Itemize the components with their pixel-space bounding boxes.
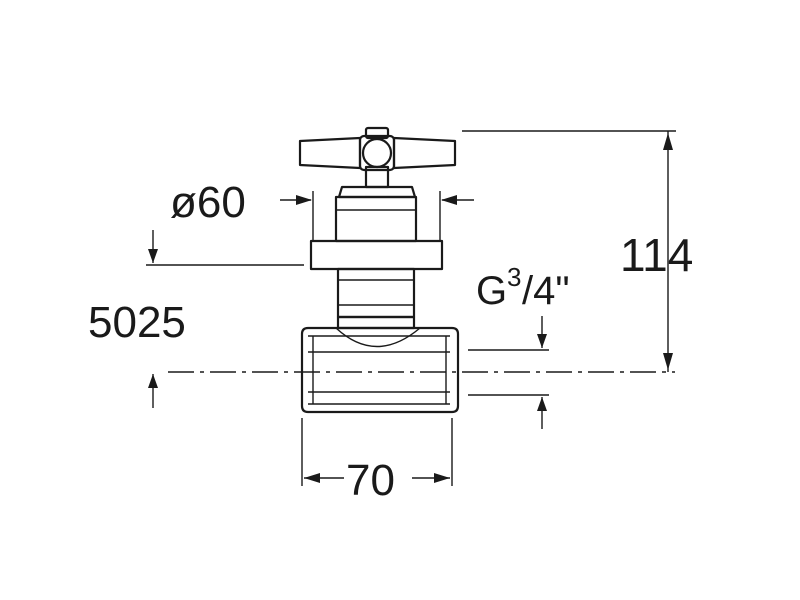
width-label: 70: [346, 456, 395, 505]
cross-handle: [298, 126, 457, 189]
diameter-label: ø60: [170, 178, 246, 227]
thread-base: G: [476, 269, 507, 313]
offset-dimension: [146, 230, 304, 408]
diameter-dimension: [280, 191, 474, 241]
height-dimension: [462, 130, 676, 372]
valve-connector: [300, 326, 460, 414]
valve-bonnet: [309, 185, 444, 330]
height-label: 114: [620, 229, 693, 281]
thread-denominator: /4": [522, 269, 570, 313]
thread-label: G 3 /4": [476, 262, 570, 313]
model-number: 5025: [88, 298, 186, 347]
thread-numerator: 3: [507, 262, 521, 292]
thread-dimension: [468, 316, 549, 429]
width-dimension: [301, 418, 453, 486]
